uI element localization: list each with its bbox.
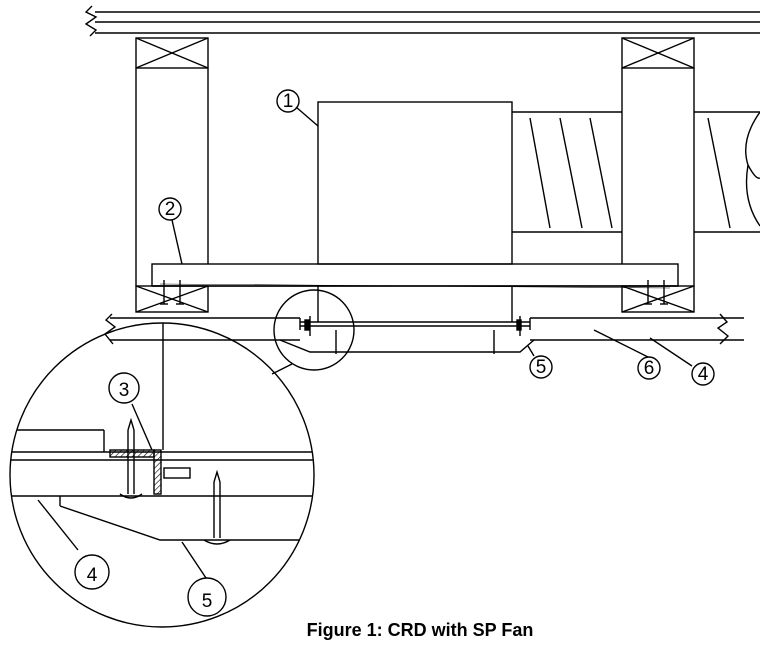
detail-marker-circle [273,289,355,371]
callout-1-label: 1 [283,91,294,112]
top-joist [84,5,760,37]
leader-5 [527,345,535,357]
callout-5-label: 5 [536,357,547,378]
detail-leader [271,363,293,375]
left-framing [135,37,209,313]
enlarged-detail [9,322,315,628]
callout-2-label: 2 [165,199,176,220]
callout-2-circle [158,197,182,221]
leader-detail-4 [37,499,79,551]
detail-callout-5-circle [187,577,227,617]
detail-callout-3-label: 3 [119,380,130,401]
right-framing [621,37,695,313]
leader-4 [649,337,693,367]
leader-detail-5 [181,541,207,579]
detail-callout-4-circle [74,554,110,590]
callout-6-label: 6 [644,358,655,379]
callout-5-circle [529,355,553,379]
framing-screws [160,280,668,305]
callout-4-label: 4 [698,364,709,385]
leader-2 [171,219,183,265]
fan-housing [317,101,622,265]
callout-1-circle [276,89,300,113]
mounting-plate [151,263,679,289]
callout-6-circle [637,356,661,380]
flex-duct [529,111,760,233]
detail-callout-3-circle [108,372,140,404]
leader-6 [593,329,649,358]
callout-4-circle [691,362,715,386]
ceiling-drywall [103,313,744,345]
detail-callout-4-label: 4 [87,565,98,586]
figure-caption: Figure 1: CRD with SP Fan [306,620,534,640]
grille-frame [279,286,535,354]
leader-detail-3 [131,403,153,451]
detail-callout-5-label: 5 [202,591,213,612]
leader-1 [295,106,319,127]
